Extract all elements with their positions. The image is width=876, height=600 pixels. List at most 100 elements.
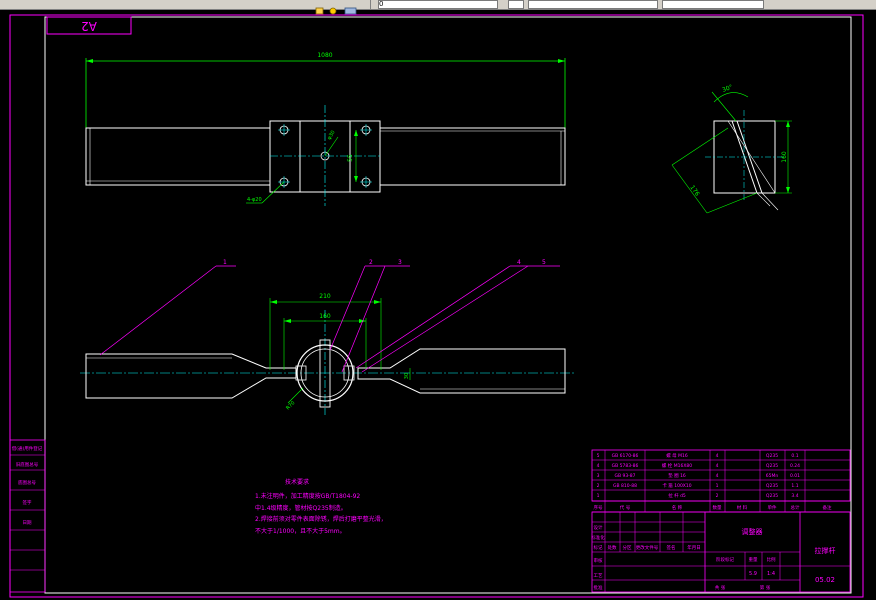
title-block-left-label: 批准 bbox=[594, 584, 603, 591]
bom-row-name: 螺 母 M16 bbox=[666, 452, 688, 459]
bom-row-material: Q235 bbox=[766, 463, 778, 469]
balloon-4: 4 bbox=[517, 259, 521, 266]
sheet-size-box bbox=[46, 16, 132, 35]
bom-row-code: GB 93-87 bbox=[614, 473, 635, 479]
lineweight-dropdown[interactable] bbox=[662, 0, 764, 9]
bom-row-qty: 1 bbox=[716, 483, 719, 489]
bom-row-qty: 2 bbox=[716, 493, 719, 499]
color-dropdown[interactable] bbox=[508, 0, 524, 9]
strip-label-4: 签字 bbox=[23, 499, 32, 506]
title-block-left-label: 设计 bbox=[594, 524, 603, 531]
title-block-row-label: 分区 bbox=[623, 544, 632, 551]
dim-side-diag: 176 bbox=[688, 184, 700, 198]
bom-row-name: 卡 箍 100X10 bbox=[662, 482, 691, 489]
title-block-row-label: 签名 bbox=[667, 544, 676, 551]
dim-hole-height: 55 bbox=[347, 154, 354, 162]
drawing-canvas[interactable]: A2 1080 55 bbox=[0, 9, 876, 600]
title-block: 调整器 拉撑杆 05.02 阶段标记 重量 比例 5.9 1:4 共 张 第 张… bbox=[591, 511, 851, 593]
label-stage: 阶段标记 bbox=[716, 556, 734, 563]
drawing-number: 05.02 bbox=[815, 576, 835, 584]
front-view: 210 160 R70 30 1 2 3 4 5 bbox=[80, 259, 575, 415]
hole-callout: 4-φ20 bbox=[247, 197, 262, 203]
drawing-name: 拉撑杆 bbox=[815, 546, 836, 555]
bom-row-qty: 4 bbox=[716, 453, 719, 459]
strip-label-2: 旧底图总号 bbox=[16, 461, 39, 468]
bom-row-qty: 4 bbox=[716, 473, 719, 479]
title-block-left-label: 标准化 bbox=[591, 534, 605, 541]
bom-row-qty: 4 bbox=[716, 463, 719, 469]
dim-ring-radius: R70 bbox=[285, 400, 296, 411]
label-weight: 重量 bbox=[749, 556, 758, 563]
bom-row-no: 3 bbox=[597, 473, 600, 479]
bom-row-no: 5 bbox=[597, 453, 600, 459]
cad-toolbar: 0 bbox=[0, 0, 876, 15]
outer-frame bbox=[9, 14, 864, 598]
bom-row-material: Q235 bbox=[766, 493, 778, 499]
bom-row-no: 4 bbox=[597, 463, 600, 469]
notes-line-1: 1.未注明件，加工精度按GB/T1804-92 bbox=[255, 492, 360, 500]
dim-front-outer: 210 bbox=[319, 293, 331, 300]
bom-row-weight: 0.1 bbox=[791, 453, 798, 459]
label-page: 第 张 bbox=[760, 584, 771, 591]
label-sheet-count: 共 张 bbox=[715, 584, 726, 591]
bom-row-code: GB 5783-86 bbox=[612, 463, 639, 469]
top-view: 1080 55 4-φ20 φ30 bbox=[85, 52, 566, 206]
title-block-row-labels: 标记处数分区更改文件号签名年月日 bbox=[594, 544, 701, 551]
bom-row-name: 垫 圈 16 bbox=[668, 472, 686, 479]
bom-header-cell: 名 称 bbox=[672, 504, 683, 511]
dim-right-height: 30 bbox=[404, 373, 410, 379]
notes-line-2: 中1.4级精度，管材按Q235制造。 bbox=[255, 504, 347, 512]
dim-front-inner: 160 bbox=[319, 313, 331, 320]
balloon-3: 3 bbox=[398, 259, 402, 266]
linetype-icon[interactable] bbox=[344, 0, 358, 15]
bom-row-weight: 0.24 bbox=[790, 463, 800, 469]
dim-side-angle: 30° bbox=[721, 84, 733, 94]
bom-row-weight: 0.01 bbox=[790, 473, 800, 479]
layer-icon[interactable] bbox=[315, 0, 325, 15]
balloon-1: 1 bbox=[223, 259, 227, 266]
title-block-left-label: 审核 bbox=[594, 557, 603, 564]
linetype-dropdown[interactable] bbox=[528, 0, 658, 9]
balloon-5: 5 bbox=[542, 259, 546, 266]
scale-value: 1:4 bbox=[767, 571, 775, 577]
bom-row-material: Q235 bbox=[766, 453, 778, 459]
title-block-row-label: 标记 bbox=[594, 544, 603, 551]
title-block-left-label: 工艺 bbox=[594, 573, 603, 579]
notes-line-4: 不大于1/1000，且不大于5mm。 bbox=[255, 527, 346, 535]
weight-value: 5.9 bbox=[749, 571, 757, 577]
bom-row-weight: 1.1 bbox=[791, 483, 798, 489]
title-block-row-label: 处数 bbox=[608, 544, 617, 551]
bom-header-cell: 数量 bbox=[713, 504, 722, 511]
bom-row-code: GB 810-88 bbox=[613, 483, 637, 489]
title-block-row-label: 年月日 bbox=[687, 544, 701, 551]
layer-dropdown[interactable]: 0 bbox=[378, 0, 498, 9]
bom-header-cell: 序号 bbox=[594, 504, 603, 511]
side-view: 160 30° 176 bbox=[671, 84, 792, 214]
center-hole-callout: φ30 bbox=[327, 130, 337, 141]
bom-row-code: GB 6170-86 bbox=[612, 453, 639, 459]
bom-header-cell: 代 号 bbox=[620, 504, 631, 511]
notes-title: 技术要求 bbox=[285, 478, 309, 486]
dim-side-height: 160 bbox=[781, 151, 788, 163]
balloon-2: 2 bbox=[369, 259, 373, 266]
toolbar-separator bbox=[370, 0, 371, 9]
side-strip: 借(通)用件登记 旧底图总号 底图总号 签字 日期 bbox=[9, 439, 46, 593]
strip-label-5: 日期 bbox=[23, 520, 32, 526]
bom-row-material: Q235 bbox=[766, 483, 778, 489]
bom-header-cell: 备注 bbox=[823, 504, 832, 511]
bom-header-cell: 单件 bbox=[768, 504, 777, 511]
bom-row-material: 65Mn bbox=[766, 473, 779, 479]
label-scale: 比例 bbox=[767, 556, 776, 563]
bom-row-name: 螺 栓 M16X80 bbox=[662, 462, 692, 469]
bom-header-cell: 总计 bbox=[791, 504, 800, 511]
project-name: 调整器 bbox=[742, 527, 763, 536]
inner-frame bbox=[44, 16, 852, 594]
dim-overall-length: 1080 bbox=[317, 52, 332, 59]
sheet-size-label: A2 bbox=[81, 19, 97, 33]
bom-row-no: 1 bbox=[597, 493, 600, 499]
notes-line-3: 2.焊接前须对零件表面除锈，焊后打磨平整光滑， bbox=[255, 515, 387, 523]
properties-icon[interactable] bbox=[328, 0, 338, 15]
layer-dropdown-value: 0 bbox=[379, 0, 384, 8]
